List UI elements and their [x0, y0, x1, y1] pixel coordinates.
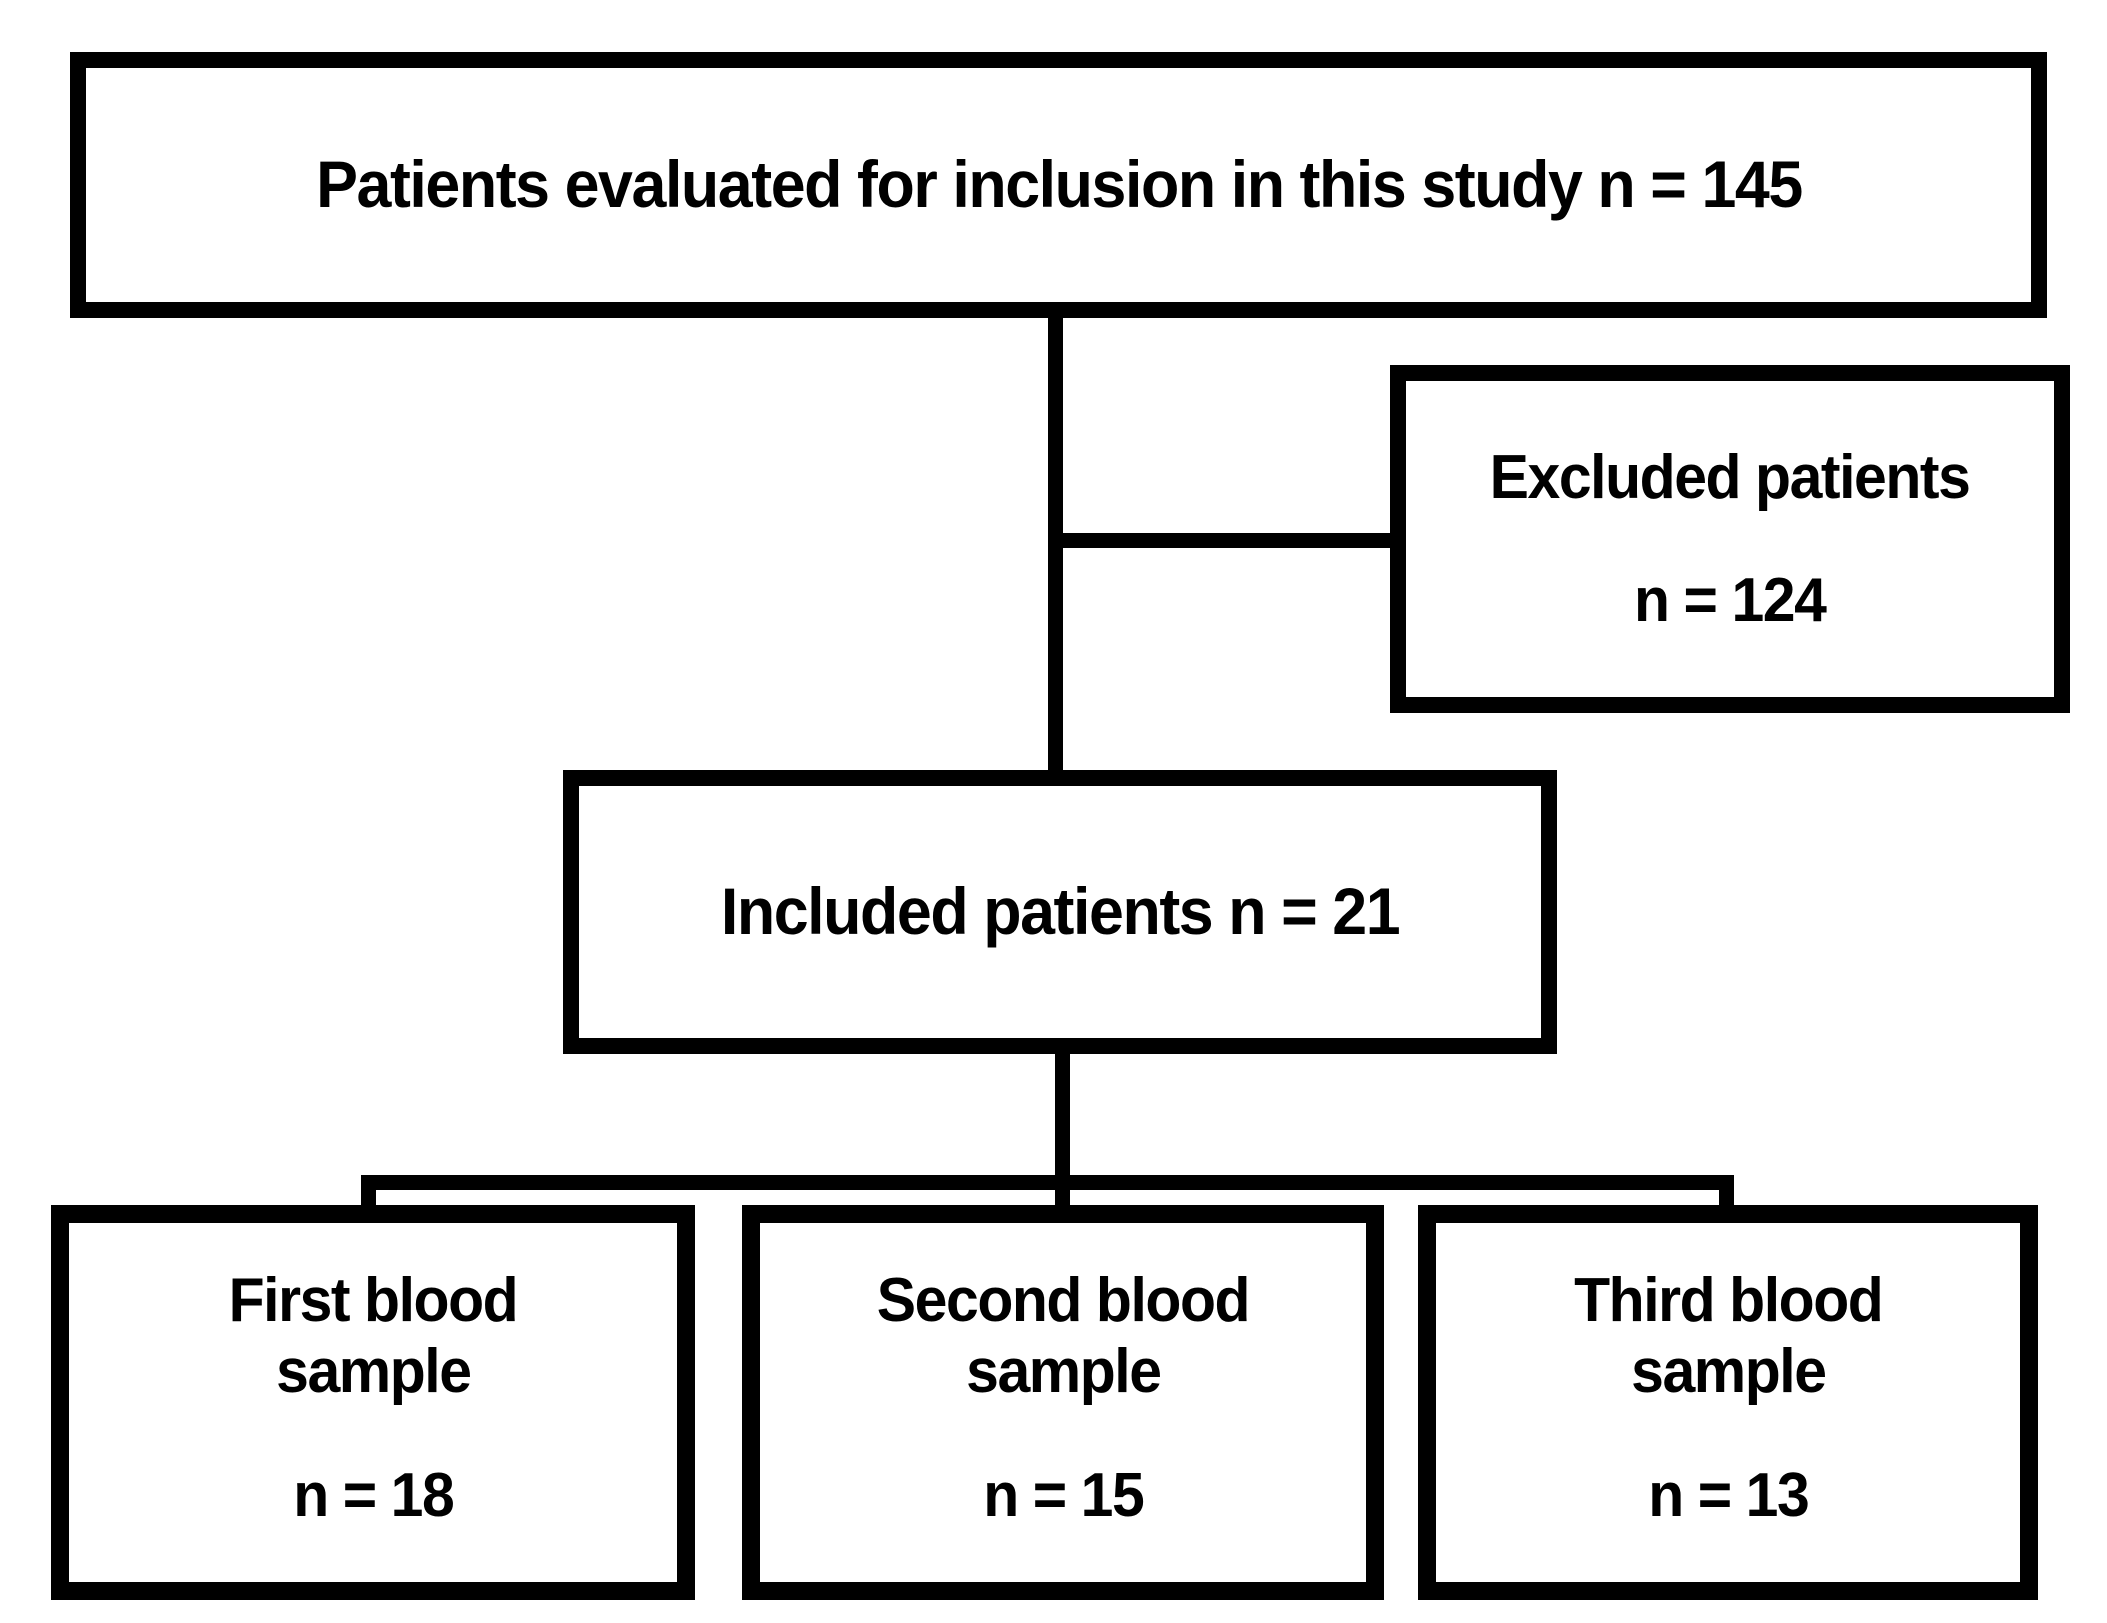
node-first-sample-count: n = 18	[292, 1460, 454, 1530]
node-evaluated-label: Patients evaluated for inclusion in this…	[315, 147, 1803, 222]
connector-stub-third-sample	[1719, 1175, 1734, 1207]
connector-included-to-samples	[1055, 1054, 1070, 1205]
node-included-label: Included patients n = 21	[720, 874, 1401, 949]
node-first-blood-sample: First blood sample n = 18	[51, 1205, 695, 1600]
node-excluded-label: Excluded patients	[1490, 442, 1971, 512]
node-second-sample-count: n = 15	[982, 1460, 1144, 1530]
node-excluded-patients: Excluded patients n = 124	[1390, 365, 2070, 713]
node-second-sample-title-line2: sample	[965, 1337, 1162, 1407]
node-first-sample-title-line1: First blood	[228, 1266, 519, 1335]
node-first-sample-title-line2: sample	[275, 1337, 472, 1407]
node-included-patients: Included patients n = 21	[563, 770, 1557, 1054]
node-second-blood-sample: Second blood sample n = 15	[742, 1205, 1384, 1600]
connector-stub-first-sample	[361, 1175, 376, 1207]
connector-distribution-line	[361, 1175, 1734, 1190]
node-third-sample-count: n = 13	[1647, 1460, 1809, 1530]
node-excluded-count: n = 124	[1634, 566, 1827, 635]
node-third-sample-title-line2: sample	[1630, 1337, 1827, 1407]
node-third-sample-title-line1: Third blood	[1573, 1266, 1884, 1335]
node-second-sample-title-line1: Second blood	[876, 1266, 1251, 1335]
node-third-blood-sample: Third blood sample n = 13	[1418, 1205, 2038, 1600]
connector-branch-to-excluded	[1048, 533, 1390, 548]
node-evaluated-patients: Patients evaluated for inclusion in this…	[70, 52, 2047, 318]
